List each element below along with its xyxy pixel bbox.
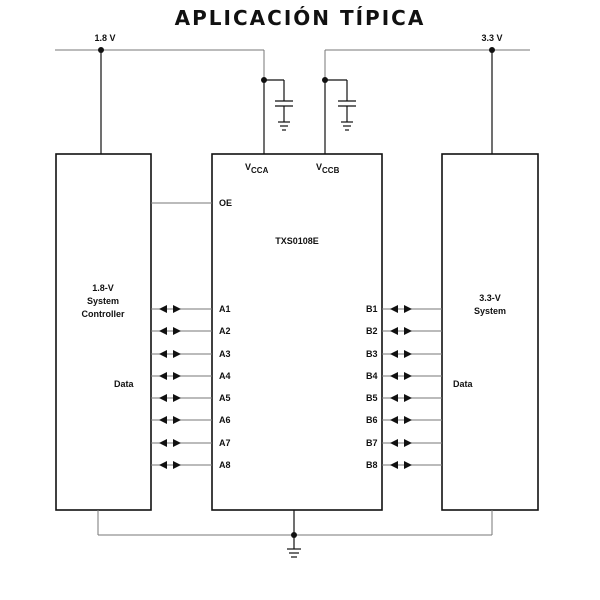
controller-label-line-1: 1.8-V xyxy=(92,283,114,293)
arrow-left-icon xyxy=(159,394,167,402)
arrow-left-icon xyxy=(390,305,398,313)
controller-data-label: Data xyxy=(114,379,135,389)
pin-label-b3: B3 xyxy=(366,349,378,359)
arrow-right-icon xyxy=(404,416,412,424)
arrow-right-icon xyxy=(404,305,412,313)
controller-label-line-2: System xyxy=(87,296,119,306)
channel-b6 xyxy=(382,416,442,424)
rail-label-1v8: 1.8 V xyxy=(94,33,115,43)
capacitor-vcca xyxy=(261,77,293,154)
pin-label-a2: A2 xyxy=(219,326,231,336)
channel-b3 xyxy=(382,350,442,358)
arrow-left-icon xyxy=(390,327,398,335)
ground-bus xyxy=(97,510,493,558)
vccb-label: VCCB xyxy=(316,162,340,175)
system-label-line-1: 3.3-V xyxy=(479,293,501,303)
pin-label-a5: A5 xyxy=(219,393,231,403)
diagram-title: APLICACIÓN TÍPICA xyxy=(174,6,426,30)
supply-rails: 1.8 V 3.3 V xyxy=(55,33,530,154)
chip-name: TXS0108E xyxy=(275,236,319,246)
arrow-right-icon xyxy=(404,394,412,402)
pin-label-a7: A7 xyxy=(219,438,231,448)
pin-label-a1: A1 xyxy=(219,304,231,314)
pin-label-b2: B2 xyxy=(366,326,378,336)
controller-label-line-3: Controller xyxy=(81,309,124,319)
pin-label-a8: A8 xyxy=(219,460,231,470)
channel-a5 xyxy=(151,394,212,402)
vcca-label: VCCA xyxy=(245,162,269,175)
pin-label-b7: B7 xyxy=(366,438,378,448)
arrow-right-icon xyxy=(404,461,412,469)
arrow-right-icon xyxy=(404,350,412,358)
channel-a7 xyxy=(151,439,212,447)
junction-dot-ground xyxy=(291,532,297,538)
oe-pin-label: OE xyxy=(219,198,232,208)
arrow-left-icon xyxy=(159,305,167,313)
channel-a4 xyxy=(151,372,212,380)
arrow-right-icon xyxy=(173,394,181,402)
arrow-right-icon xyxy=(173,350,181,358)
channel-b5 xyxy=(382,394,442,402)
channel-b1 xyxy=(382,305,442,313)
arrow-right-icon xyxy=(173,416,181,424)
rail-label-3v3: 3.3 V xyxy=(481,33,502,43)
capacitor-vccb xyxy=(322,77,356,154)
arrow-left-icon xyxy=(390,350,398,358)
arrow-right-icon xyxy=(404,439,412,447)
arrow-right-icon xyxy=(173,372,181,380)
arrow-left-icon xyxy=(159,327,167,335)
arrow-left-icon xyxy=(390,416,398,424)
arrow-left-icon xyxy=(159,439,167,447)
arrow-left-icon xyxy=(390,394,398,402)
pin-label-b1: B1 xyxy=(366,304,378,314)
pin-label-a4: A4 xyxy=(219,371,231,381)
block-chip xyxy=(211,153,383,511)
arrow-right-icon xyxy=(404,372,412,380)
channel-a3 xyxy=(151,350,212,358)
system-data-label: Data xyxy=(453,379,474,389)
arrow-left-icon xyxy=(390,372,398,380)
pin-label-b8: B8 xyxy=(366,460,378,470)
channel-a1 xyxy=(151,305,212,313)
channel-a8 xyxy=(151,461,212,469)
arrow-right-icon xyxy=(173,327,181,335)
arrow-right-icon xyxy=(173,439,181,447)
arrow-right-icon xyxy=(173,305,181,313)
pin-label-a6: A6 xyxy=(219,415,231,425)
pin-label-b5: B5 xyxy=(366,393,378,403)
channel-b2 xyxy=(382,327,442,335)
arrow-left-icon xyxy=(390,439,398,447)
block-system xyxy=(441,153,539,511)
arrow-left-icon xyxy=(159,416,167,424)
channel-a6 xyxy=(151,416,212,424)
arrow-left-icon xyxy=(159,350,167,358)
system-label-line-2: System xyxy=(474,306,506,316)
arrow-left-icon xyxy=(390,461,398,469)
pin-label-b6: B6 xyxy=(366,415,378,425)
arrow-right-icon xyxy=(173,461,181,469)
pin-label-b4: B4 xyxy=(366,371,378,381)
arrow-left-icon xyxy=(159,461,167,469)
block-controller xyxy=(55,153,152,511)
pin-label-a3: A3 xyxy=(219,349,231,359)
arrow-right-icon xyxy=(404,327,412,335)
channel-a2 xyxy=(151,327,212,335)
channel-b4 xyxy=(382,372,442,380)
channel-b8 xyxy=(382,461,442,469)
arrow-left-icon xyxy=(159,372,167,380)
channel-b7 xyxy=(382,439,442,447)
